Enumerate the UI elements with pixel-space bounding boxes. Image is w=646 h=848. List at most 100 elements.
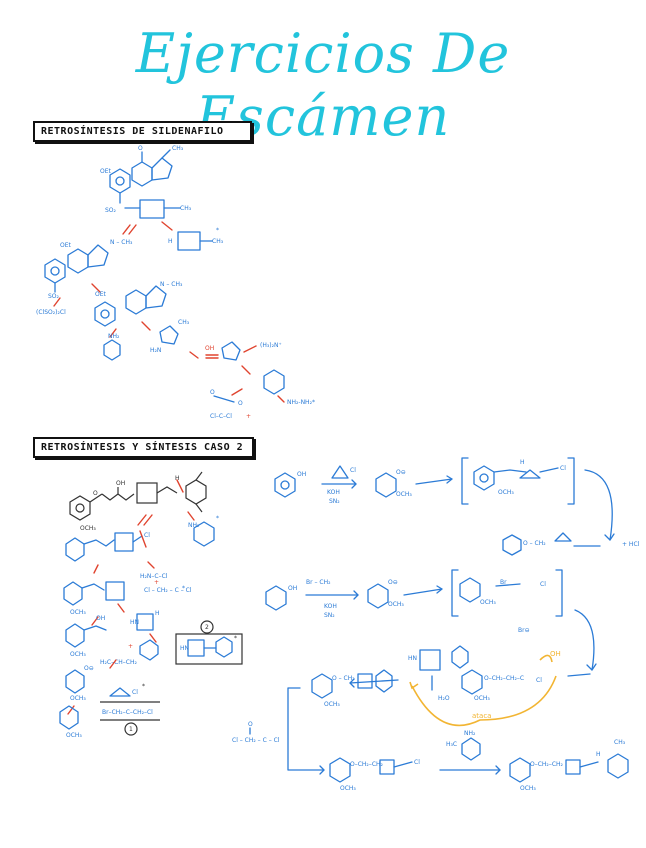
caso2-retro-step-1: Cl <box>65 530 150 562</box>
caso2-boxed-epoxide: Cl Br–CH₂–C–CH₂–Cl 1 * <box>100 683 160 736</box>
svg-text:OCH₃: OCH₃ <box>66 732 82 739</box>
synth-row-1: OH Cl KOH SN₂ O⊖ OCH₃ H Cl OCH₃ + HCl O … <box>274 457 640 556</box>
svg-text:KOH: KOH <box>327 489 340 496</box>
caso2-retro-step-5: OCH₃ <box>59 705 82 739</box>
svg-text:OCH₃: OCH₃ <box>498 489 514 496</box>
svg-text:OCH₃: OCH₃ <box>340 785 356 792</box>
svg-text:O: O <box>238 400 243 407</box>
svg-text:OEt: OEt <box>60 242 72 249</box>
svg-text:+: + <box>154 579 159 586</box>
caso2-retro-step-4: O⊖ OCH₃ H₂C–CH–CH₂ <box>65 659 138 715</box>
svg-text:CH₃: CH₃ <box>172 145 184 152</box>
svg-text:O: O <box>138 145 143 152</box>
svg-text:*: * <box>142 683 145 690</box>
svg-text:H: H <box>168 238 173 245</box>
svg-text:O–CH₂–CH₂: O–CH₂–CH₂ <box>350 761 384 768</box>
svg-text:Cl – CH₂ – C – Cl: Cl – CH₂ – C – Cl <box>232 737 280 744</box>
svg-text:OCH₃: OCH₃ <box>474 695 490 702</box>
svg-text:Cl: Cl <box>350 467 356 474</box>
svg-text:+: + <box>128 643 133 650</box>
svg-text:*: * <box>182 585 185 592</box>
svg-text:H₂N–C–Cl: H₂N–C–Cl <box>140 573 168 580</box>
svg-text:O⊖: O⊖ <box>84 665 94 672</box>
caso2-aniline-fragment: NH₂ * <box>188 515 219 547</box>
caso2-boxed-piperazine: HN * 2 <box>175 620 243 665</box>
svg-text:O – CH₂: O – CH₂ <box>523 540 546 547</box>
sildenafil-target-molecule: O CH₃ SO₂ CH₃ OEt <box>100 145 192 219</box>
svg-text:OCH₃: OCH₃ <box>70 651 86 658</box>
svg-text:OCH₃: OCH₃ <box>324 701 340 708</box>
svg-text:NH₂: NH₂ <box>108 333 120 340</box>
svg-text:HN: HN <box>130 619 139 626</box>
svg-text:H₂N: H₂N <box>150 347 161 354</box>
svg-text:OCH₃: OCH₃ <box>480 599 496 606</box>
svg-text:KOH: KOH <box>324 603 337 610</box>
svg-text:Br: Br <box>500 579 507 586</box>
svg-text:OH: OH <box>205 345 214 352</box>
svg-text:Cl: Cl <box>144 532 150 539</box>
svg-text:OH: OH <box>96 615 105 622</box>
caso2-target-molecule: O OH H OCH₃ <box>69 471 207 532</box>
caso2-retro-step-3: OH OCH₃ <box>65 615 107 658</box>
svg-text:OH: OH <box>116 480 125 487</box>
svg-text:H₃C: H₃C <box>446 741 457 748</box>
svg-text:+: + <box>246 413 251 420</box>
synth-row-4: Cl – CH₂ – C – Cl O O–CH₂–CH₂ Cl OCH₃ NH… <box>232 687 629 792</box>
svg-text:Br–CH₂–C–CH₂–Cl: Br–CH₂–C–CH₂–Cl <box>102 709 153 716</box>
svg-text:SN₂: SN₂ <box>329 498 340 505</box>
piperazine-fragment: CH₃ H * <box>168 227 224 251</box>
svg-text:SO₂: SO₂ <box>105 207 117 214</box>
svg-text:O – CH₂: O – CH₂ <box>332 675 355 682</box>
page-title: Ejercicios De Escámen <box>135 22 511 148</box>
svg-text:Cl: Cl <box>536 677 542 684</box>
svg-text:H₂C–CH–CH₂: H₂C–CH–CH₂ <box>100 659 138 666</box>
pyrazole-fragments: H₂N CH₃ OH (H₃)₂N⁺ <box>150 319 282 361</box>
svg-text:NH₂-NH₂*: NH₂-NH₂* <box>287 399 315 406</box>
svg-text:Cl: Cl <box>560 465 566 472</box>
svg-text:OCH₃: OCH₃ <box>70 695 86 702</box>
svg-text:Cl: Cl <box>540 581 546 588</box>
svg-text:O⊖: O⊖ <box>396 469 406 476</box>
svg-text:OEt: OEt <box>100 168 112 175</box>
svg-text:O–CH₂–CH₂–C: O–CH₂–CH₂–C <box>484 675 524 682</box>
svg-text:O: O <box>248 721 253 728</box>
svg-text:Br⊖: Br⊖ <box>518 627 530 634</box>
svg-text:CH₃: CH₃ <box>178 319 190 326</box>
svg-text:OH: OH <box>288 585 297 592</box>
svg-text:CH₃: CH₃ <box>212 238 224 245</box>
section-heading-sildenafil: RETROSÍNTESIS DE SILDENAFILO <box>33 121 252 142</box>
svg-text:OEt: OEt <box>95 291 107 298</box>
svg-text:Cl–C–Cl: Cl–C–Cl <box>210 413 232 420</box>
svg-text:(H₃)₂N⁺: (H₃)₂N⁺ <box>260 342 282 349</box>
svg-text:OH: OH <box>297 471 306 478</box>
svg-text:ataca: ataca <box>472 712 491 720</box>
svg-text:O–CH₂–CH₂: O–CH₂–CH₂ <box>530 761 564 768</box>
aminobenzamide-fragment: NH₂ <box>103 333 121 361</box>
svg-text:OCH₃: OCH₃ <box>396 491 412 498</box>
svg-text:*: * <box>216 515 219 522</box>
svg-text:1: 1 <box>129 726 133 733</box>
svg-text:+ HCl: + HCl <box>622 541 640 548</box>
svg-text:HN: HN <box>180 645 189 652</box>
svg-text:*: * <box>234 635 237 642</box>
svg-text:NH₂: NH₂ <box>188 522 200 529</box>
svg-text:O: O <box>210 389 215 396</box>
svg-text:O⊖: O⊖ <box>388 579 398 586</box>
svg-text:CH₃: CH₃ <box>180 205 192 212</box>
svg-text:H: H <box>175 475 180 482</box>
svg-text:H: H <box>596 751 601 758</box>
svg-text:OCH₃: OCH₃ <box>520 785 536 792</box>
svg-text:N – CH₃: N – CH₃ <box>110 239 133 246</box>
svg-text:SN₂: SN₂ <box>324 612 335 619</box>
svg-text:2: 2 <box>205 624 209 631</box>
svg-text:HN: HN <box>408 655 417 662</box>
svg-text:H₂O: H₂O <box>438 695 450 702</box>
svg-text:OCH₃: OCH₃ <box>388 601 404 608</box>
svg-text:OCH₃: OCH₃ <box>70 609 86 616</box>
intermediate-1: N – CH₃ OEt SO₂ <box>44 239 133 300</box>
pyrazole-ring-precursor: NH₂-NH₂* O O Cl–C–Cl + <box>210 369 315 420</box>
intermediate-2: N – CH₃ OEt <box>94 281 183 327</box>
svg-text:OH: OH <box>550 650 561 658</box>
svg-text:Cl – CH₂ – C – Cl: Cl – CH₂ – C – Cl <box>144 587 192 594</box>
section-heading-caso-2: RETROSÍNTESIS Y SÍNTESIS CASO 2 <box>33 437 254 458</box>
